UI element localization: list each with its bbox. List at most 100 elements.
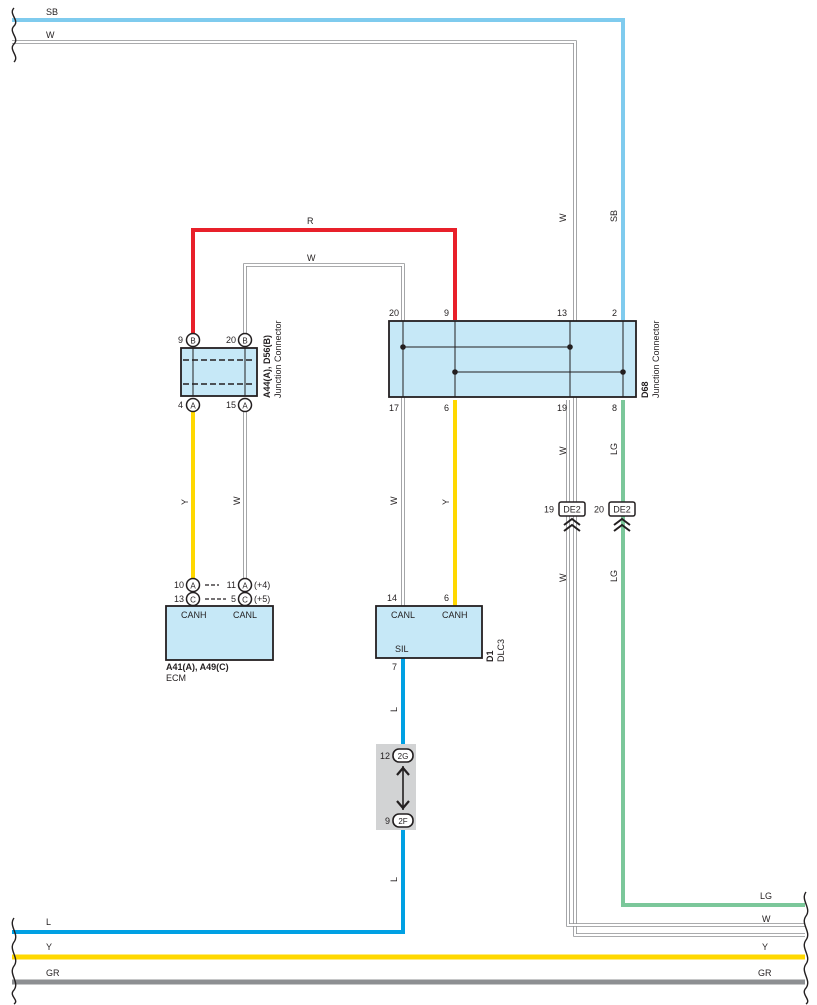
- de2-right-pin: 20: [594, 505, 604, 515]
- de2-left-code: DE2: [563, 505, 581, 515]
- jc-left-pin-20: 20: [226, 335, 236, 345]
- label-w-below-jc: W: [558, 446, 568, 455]
- ecm-note-plus4: (+4): [254, 580, 270, 590]
- jc-right-box: [388, 320, 637, 398]
- wire-w-loop-inner: [244, 264, 404, 607]
- wire-w-top-inner: [12, 41, 805, 936]
- de2-right-box: [608, 501, 636, 517]
- dlc3-box: [375, 605, 483, 659]
- de2-right-chevron-icon: [613, 517, 631, 532]
- label-w-bottom-right: W: [762, 914, 771, 924]
- jc-left-pin-circle-a1: [185, 397, 201, 413]
- ecm-component: CANH CANL A C A C 10 13 11 5 (+4) (+5) A…: [165, 577, 274, 683]
- label-r-loop: R: [307, 216, 314, 226]
- jc-left-box: [180, 347, 258, 397]
- dlc3-canl-label: CANL: [391, 610, 415, 620]
- jc-right-name: D68: [640, 381, 650, 398]
- ecm-code-a2: A: [242, 582, 248, 591]
- label-l-bottom: L: [46, 917, 51, 927]
- de2-connector-left: DE2 19: [544, 501, 586, 532]
- dlc3-canh-label: CANH: [442, 610, 468, 620]
- wire-w-loop-outer: [243, 263, 405, 607]
- jc-right-dot-4: [620, 369, 626, 375]
- dlc3-component: CANL CANH SIL 14 6 7 D1 DLC3: [375, 593, 506, 672]
- jc-right-pin-19: 19: [557, 403, 567, 413]
- label-l-upper: L: [389, 707, 399, 712]
- ecm-code-a1: A: [190, 582, 196, 591]
- dlc3-sil-label: SIL: [395, 644, 409, 654]
- splice-2g-code: 2G: [398, 752, 409, 761]
- break-marker-left-bottom: [11, 917, 17, 1005]
- dlc3-pin-14: 14: [387, 593, 397, 603]
- label-y-bottom-right: Y: [762, 942, 768, 952]
- label-sb-vert-right: SB: [609, 210, 619, 222]
- label-y-bottom: Y: [46, 942, 52, 952]
- junction-connector-a44-d56: B B A A 9 20 4 15 A44(A), D56(B) Junctio…: [178, 320, 283, 413]
- ecm-desc: ECM: [166, 673, 186, 683]
- jc-right-pin-20: 20: [389, 308, 399, 318]
- junction-connector-d68: 20 9 13 2 17 6 19 8 D68 Junction Connect…: [388, 308, 661, 413]
- ecm-code-c1: C: [190, 596, 196, 605]
- label-lg-bottom-right: LG: [760, 891, 772, 901]
- dlc3-name: D1: [485, 650, 495, 662]
- ecm-canh-label: CANH: [181, 610, 207, 620]
- label-gr-bottom: GR: [46, 968, 60, 978]
- de2-left-box: [558, 501, 586, 517]
- label-sb-top: SB: [46, 7, 58, 17]
- ecm-code-c2: C: [242, 596, 248, 605]
- wires: [12, 18, 805, 985]
- label-lg-below-de2: LG: [609, 570, 619, 582]
- jc-right-pin-6: 6: [444, 403, 449, 413]
- jc-left-pin-15: 15: [226, 400, 236, 410]
- splice-down-chevron-icon: [396, 800, 410, 810]
- jc-left-pin-circle-b2: [237, 332, 253, 348]
- jc-right-pin-8: 8: [612, 403, 617, 413]
- label-y-left: Y: [180, 499, 190, 505]
- ecm-pin-13: 13: [174, 594, 184, 604]
- ecm-pin-5: 5: [231, 594, 236, 604]
- ecm-name: A41(A), A49(C): [166, 662, 229, 672]
- ecm-pin-circle-a1: [185, 577, 201, 593]
- label-l-lower: L: [389, 877, 399, 882]
- ecm-pin-circle-a2: [237, 577, 253, 593]
- wire-w-d68-down-inner: [567, 400, 805, 926]
- jc-right-dot-2: [567, 344, 573, 350]
- label-w-mid: W: [389, 496, 399, 505]
- jc-right-pin-13: 13: [557, 308, 567, 318]
- wire-sb-top: [12, 18, 625, 320]
- jc-left-code-a1: A: [190, 402, 196, 411]
- ecm-pin-10: 10: [174, 580, 184, 590]
- jc-left-pin-4: 4: [178, 400, 183, 410]
- de2-connector-right: DE2 20: [594, 501, 636, 532]
- splice-2g-2f: 2G 2F 12 9: [376, 744, 416, 830]
- label-w-vert-right: W: [558, 213, 568, 222]
- wire-l-lower: [12, 826, 405, 934]
- label-y-mid: Y: [441, 499, 451, 505]
- label-gr-bottom-right: GR: [758, 968, 772, 978]
- ecm-box: [165, 605, 274, 661]
- break-marker-right-bottom: [803, 891, 809, 1005]
- ecm-pin-11: 11: [227, 580, 236, 590]
- jc-left-desc: Junction Connector: [273, 320, 283, 398]
- wire-r-loop: [191, 228, 457, 334]
- jc-right-pin-9: 9: [444, 308, 449, 318]
- wire-lg: [621, 400, 805, 907]
- dlc3-desc: DLC3: [496, 639, 506, 662]
- ecm-pin-circle-c1: [185, 591, 201, 607]
- break-markers: [11, 7, 809, 1005]
- jc-right-desc: Junction Connector: [651, 320, 661, 398]
- label-lg-below-jc: LG: [609, 443, 619, 455]
- splice-2f-box: [392, 813, 414, 828]
- jc-right-pin-2: 2: [612, 308, 617, 318]
- label-w-left: W: [232, 496, 242, 505]
- label-w-loop: W: [307, 253, 316, 263]
- jc-left-code-b2: B: [242, 337, 247, 346]
- splice-pin-12: 12: [380, 751, 390, 761]
- jc-left-pin-circle-a2: [237, 397, 253, 413]
- jc-left-name: A44(A), D56(B): [262, 335, 272, 398]
- jc-left-code-b1: B: [190, 337, 195, 346]
- jc-right-dot-1: [400, 344, 406, 350]
- ecm-canl-label: CANL: [233, 610, 257, 620]
- jc-left-pin-circle-b1: [185, 332, 201, 348]
